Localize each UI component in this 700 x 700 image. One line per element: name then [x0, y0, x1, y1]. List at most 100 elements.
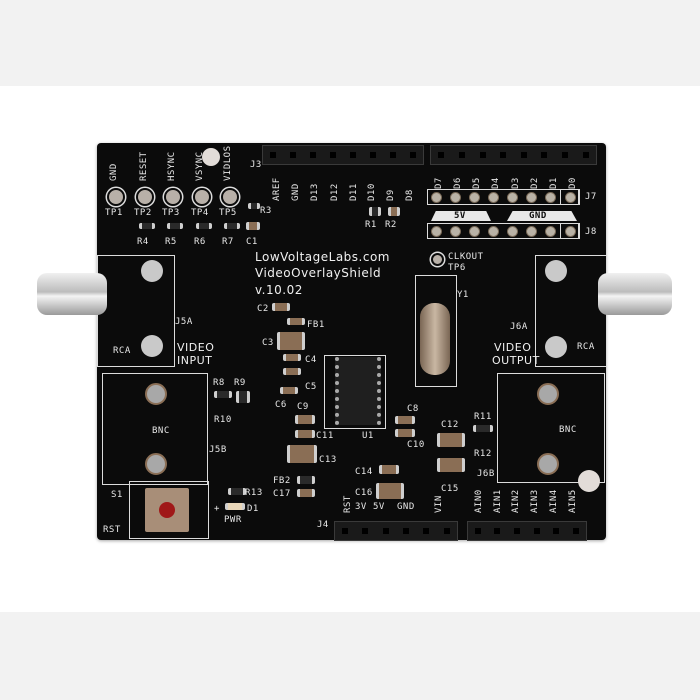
bnc-left-label: BNC	[152, 426, 170, 436]
j4-pin-rst: RST	[343, 495, 353, 513]
capacitor	[295, 415, 315, 424]
j4-label: J4	[317, 520, 329, 530]
resistor	[236, 391, 250, 403]
capacitor	[376, 483, 404, 499]
rca-input-barrel	[37, 273, 107, 315]
ain4-label: AIN4	[549, 489, 559, 513]
capacitor	[437, 458, 465, 472]
j3-pin-d8: D8	[405, 189, 415, 201]
header-j3[interactable]	[262, 145, 424, 165]
capacitor	[280, 387, 298, 394]
tp3-signal: HSYNC	[167, 151, 177, 181]
j5b-outline	[102, 373, 208, 485]
switch-outline	[129, 481, 209, 539]
c15-label: C15	[441, 484, 459, 494]
r11-label: R11	[474, 412, 492, 422]
capacitor	[395, 429, 415, 437]
output-jack-type: RCA	[577, 342, 595, 352]
j6b-outline	[497, 373, 605, 483]
bnc-right-label: BNC	[559, 425, 577, 435]
bnc-pad	[145, 383, 167, 405]
switch-label: RST	[103, 525, 121, 535]
switch-ref: S1	[111, 490, 123, 500]
c14-label: C14	[355, 467, 373, 477]
c12-label: C12	[441, 420, 459, 430]
video-input-line1: VIDEO	[177, 341, 215, 354]
j7-label: J7	[585, 192, 597, 202]
led-ref: D1	[247, 504, 259, 514]
rail-5v-label: 5V	[454, 211, 466, 221]
r6-label: R6	[194, 237, 206, 247]
j3-pin-d9: D9	[386, 189, 396, 201]
rca-output-barrel	[598, 273, 672, 315]
test-point-row: GND RESET HSYNC VSYNC VIDLOS TP1 TP2 TP3…	[97, 143, 257, 247]
j7-pin1-box	[560, 189, 580, 205]
fb2-label: FB2	[273, 476, 291, 486]
j8-label: J8	[585, 227, 597, 237]
r1-label: R1	[365, 220, 377, 230]
ic-u1	[335, 357, 381, 425]
resistor-r1	[369, 207, 381, 216]
c10-label: C10	[407, 440, 425, 450]
resistor	[473, 425, 493, 432]
bnc-pad	[537, 383, 559, 405]
test-point-pad	[221, 188, 239, 206]
ain3-label: AIN3	[530, 489, 540, 513]
test-point-pad	[164, 188, 182, 206]
test-point-pad	[136, 188, 154, 206]
tp4-label: TP4	[191, 208, 209, 218]
r12-label: R12	[474, 449, 492, 459]
resistor-r2	[388, 207, 400, 216]
c13-label: C13	[319, 455, 337, 465]
tp5-label: TP5	[219, 208, 237, 218]
resistor	[139, 223, 155, 229]
c9-label: C9	[297, 402, 309, 412]
rail-gnd-label: GND	[529, 211, 547, 221]
j8-pin1-box	[560, 223, 580, 239]
r13-label: R13	[245, 488, 263, 498]
reset-button-cap[interactable]	[159, 502, 175, 518]
crystal-y1	[420, 303, 450, 375]
j3-pin-gnd: GND	[291, 183, 301, 201]
j4-pin-gnd: GND	[397, 502, 415, 512]
c4-label: C4	[305, 355, 317, 365]
header-top-right[interactable]	[430, 145, 597, 165]
video-input-line2: INPUT	[177, 354, 213, 367]
j7-pin-d3: D3	[511, 177, 521, 189]
ain1-label: AIN1	[493, 489, 503, 513]
j7-pin-d4: D4	[491, 177, 501, 189]
r9-label: R9	[234, 378, 246, 388]
rca-lug	[141, 260, 163, 282]
product-name: VideoOverlayShield	[255, 266, 382, 280]
led-polarity: +	[214, 504, 220, 514]
r2-label: R2	[385, 220, 397, 230]
j7-pin-d2: D2	[530, 177, 540, 189]
capacitor	[379, 465, 399, 474]
header-j2[interactable]	[467, 521, 587, 541]
rail-5v-marker	[431, 211, 491, 221]
capacitor	[272, 303, 290, 311]
header-j4[interactable]	[334, 521, 458, 541]
led-label: PWR	[224, 515, 242, 525]
tp1-signal: GND	[109, 163, 119, 181]
ain5-label: AIN5	[568, 489, 578, 513]
j7-pin-d1: D1	[549, 177, 559, 189]
video-output-line1: VIDEO	[494, 341, 532, 354]
version-label: v.10.02	[255, 283, 303, 297]
j6a-label: J6A	[510, 322, 528, 332]
c5-label: C5	[305, 382, 317, 392]
ain2-label: AIN2	[511, 489, 521, 513]
ain0-label: AIN0	[474, 489, 484, 513]
r10-label: R10	[214, 415, 232, 425]
c6-label: C6	[275, 400, 287, 410]
capacitor	[277, 332, 305, 350]
tp6-label: TP6	[448, 263, 466, 273]
ferrite	[297, 476, 315, 484]
j7-outline	[427, 189, 579, 205]
j6b-label: J6B	[477, 469, 495, 479]
tp2-label: TP2	[134, 208, 152, 218]
crystal-label: Y1	[457, 290, 469, 300]
r5-label: R5	[165, 237, 177, 247]
led-d1	[225, 503, 245, 510]
reset-switch-body[interactable]	[145, 488, 189, 532]
